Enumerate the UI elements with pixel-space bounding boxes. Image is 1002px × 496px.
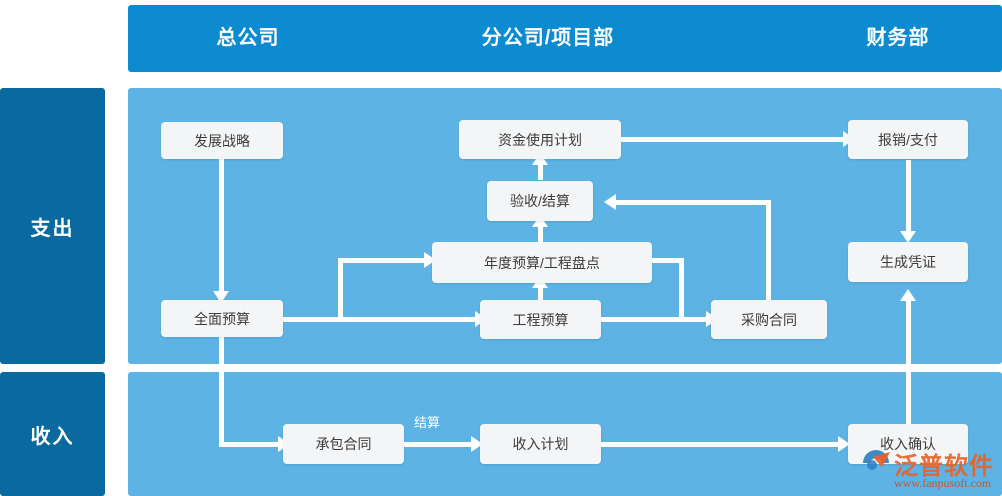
connector-contracting-to-income-plan <box>404 442 476 447</box>
header-bar: 总公司 分公司/项目部 财务部 <box>128 5 1002 72</box>
node-label: 收入计划 <box>512 436 569 452</box>
connector-annual-budget-step-down <box>679 258 684 320</box>
connector-project-budget-to-purchase <box>601 317 711 322</box>
node-annual-budget-project-inventory[interactable]: 年度预算/工程盘点 <box>432 242 652 283</box>
node-development-strategy[interactable]: 发展战略 <box>161 122 283 159</box>
node-label: 验收/结算 <box>510 193 570 209</box>
connector-budget-to-contracting-down <box>219 337 224 445</box>
node-fund-use-plan[interactable]: 资金使用计划 <box>459 120 621 159</box>
node-label: 生成凭证 <box>880 254 936 270</box>
edge-label-settlement: 结算 <box>414 415 441 430</box>
arrowhead-down <box>900 231 916 243</box>
watermark-url: www.fanpusoft.com <box>894 476 992 490</box>
node-reimbursement-payment[interactable]: 报销/支付 <box>848 120 968 159</box>
node-label: 收入确认 <box>880 436 936 452</box>
connector-purchase-up <box>766 200 771 300</box>
node-project-budget[interactable]: 工程预算 <box>480 300 601 339</box>
node-generate-voucher[interactable]: 生成凭证 <box>848 242 968 282</box>
connector-acceptance-to-fund-plan <box>538 160 543 180</box>
connector-income-confirm-to-voucher <box>906 296 911 428</box>
node-income-plan[interactable]: 收入计划 <box>480 424 601 464</box>
connector-budget-to-project-budget <box>283 317 479 322</box>
node-acceptance-settlement[interactable]: 验收/结算 <box>487 181 593 221</box>
node-label: 资金使用计划 <box>498 131 582 148</box>
node-label: 报销/支付 <box>878 131 938 148</box>
arrowhead-right <box>838 436 850 452</box>
node-label: 年度预算/工程盘点 <box>484 254 600 271</box>
fanpu-logo-icon <box>863 450 890 470</box>
arrowhead-left <box>604 194 616 210</box>
node-label: 全面预算 <box>194 310 250 327</box>
connector-budget-to-annual-budget <box>338 258 428 263</box>
header-column-branch-project: 分公司/项目部 <box>481 27 615 49</box>
node-label: 发展战略 <box>194 132 250 149</box>
sidebar-item-expenditure[interactable]: 支出 <box>0 88 105 364</box>
node-overall-budget[interactable]: 全面预算 <box>161 300 283 337</box>
connector-fund-plan-to-reimburse <box>620 137 848 142</box>
connector-reimburse-to-voucher <box>906 160 911 236</box>
node-contracting-contract[interactable]: 承包合同 <box>283 424 404 464</box>
connector-income-plan-to-confirm <box>601 442 843 447</box>
sidebar-item-label: 支出 <box>30 217 75 240</box>
sidebar-item-label: 收入 <box>30 425 75 448</box>
node-label: 承包合同 <box>315 436 372 452</box>
connector-project-budget-to-annual-budget <box>538 283 543 305</box>
connector-budget-branch-up <box>338 258 343 320</box>
sidebar-item-income[interactable]: 收入 <box>0 372 105 496</box>
node-purchase-contract[interactable]: 采购合同 <box>711 300 827 339</box>
watermark-brand: 泛普软件 <box>894 453 994 480</box>
watermark: 泛普软件 www.fanpusoft.com <box>860 446 1002 496</box>
arrowhead-up <box>900 289 916 301</box>
connector-annual-budget-step <box>652 258 684 263</box>
connector-budget-to-contracting-right <box>219 442 283 447</box>
header-column-finance: 财务部 <box>866 27 930 49</box>
node-label: 工程预算 <box>512 311 569 328</box>
header-column-headquarters: 总公司 <box>216 27 280 49</box>
connector-purchase-to-acceptance <box>612 200 771 205</box>
node-label: 采购合同 <box>741 311 797 328</box>
connector-strategy-to-budget <box>219 158 224 296</box>
connector-annual-budget-to-acceptance <box>538 222 543 242</box>
